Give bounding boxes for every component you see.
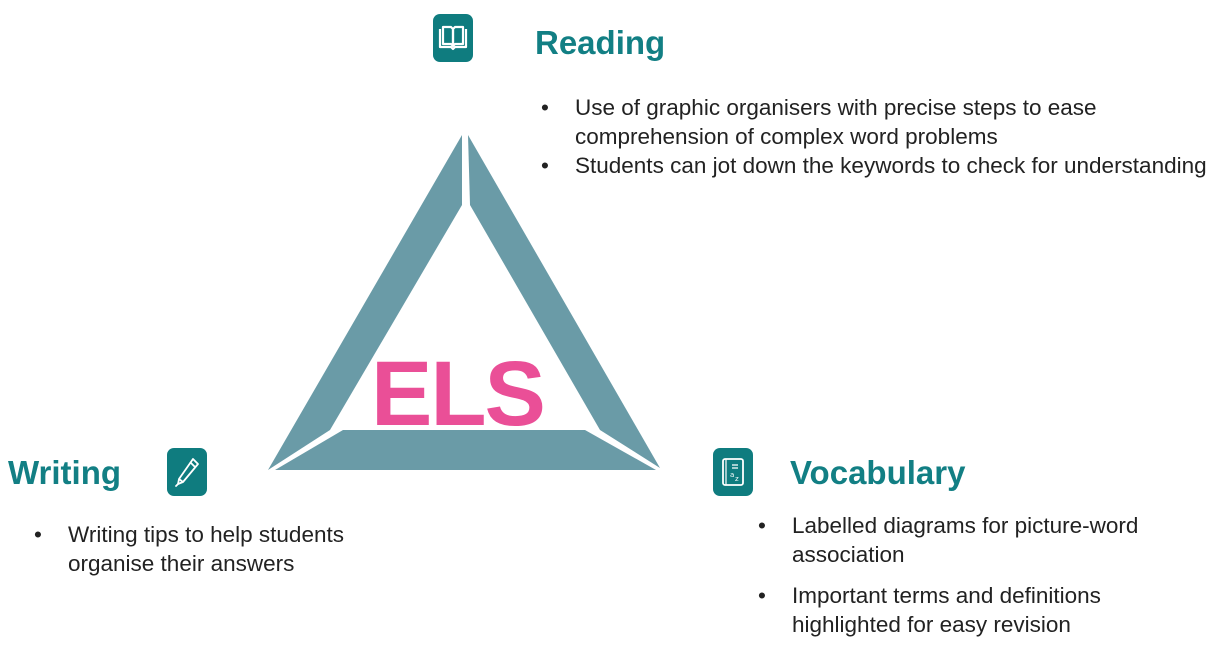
reading-heading: Reading: [535, 24, 666, 61]
reading-bullet: Use of graphic organisers with precise s…: [537, 93, 1217, 151]
open-book-icon: [438, 25, 468, 51]
els-center-label: ELS: [371, 343, 546, 445]
pen-icon: [175, 458, 199, 487]
triangle-right-side: [468, 135, 660, 468]
vocabulary-icon-box: a z: [713, 448, 753, 496]
svg-text:a: a: [730, 471, 734, 479]
reading-bullet-list: Use of graphic organisers with precise s…: [537, 93, 1217, 180]
triangle-base-side: [275, 430, 656, 470]
writing-heading: Writing: [8, 454, 122, 491]
vocabulary-heading: Vocabulary: [790, 454, 966, 491]
vocabulary-bullet: Labelled diagrams for picture-word assoc…: [754, 511, 1172, 569]
vocabulary-bullet-list: Labelled diagrams for picture-word assoc…: [754, 511, 1214, 639]
writing-bullet: Writing tips to help students organise t…: [30, 520, 430, 578]
triangle-left-side: [268, 135, 462, 470]
reading-icon-box: [433, 14, 473, 62]
vocabulary-bullet: Important terms and definitions highligh…: [754, 581, 1214, 639]
writing-icon-box: [167, 448, 207, 496]
writing-bullet-list: Writing tips to help students organise t…: [30, 520, 430, 578]
dictionary-icon: a z: [722, 458, 744, 486]
svg-text:z: z: [735, 475, 739, 483]
reading-bullet: Students can jot down the keywords to ch…: [537, 151, 1217, 180]
